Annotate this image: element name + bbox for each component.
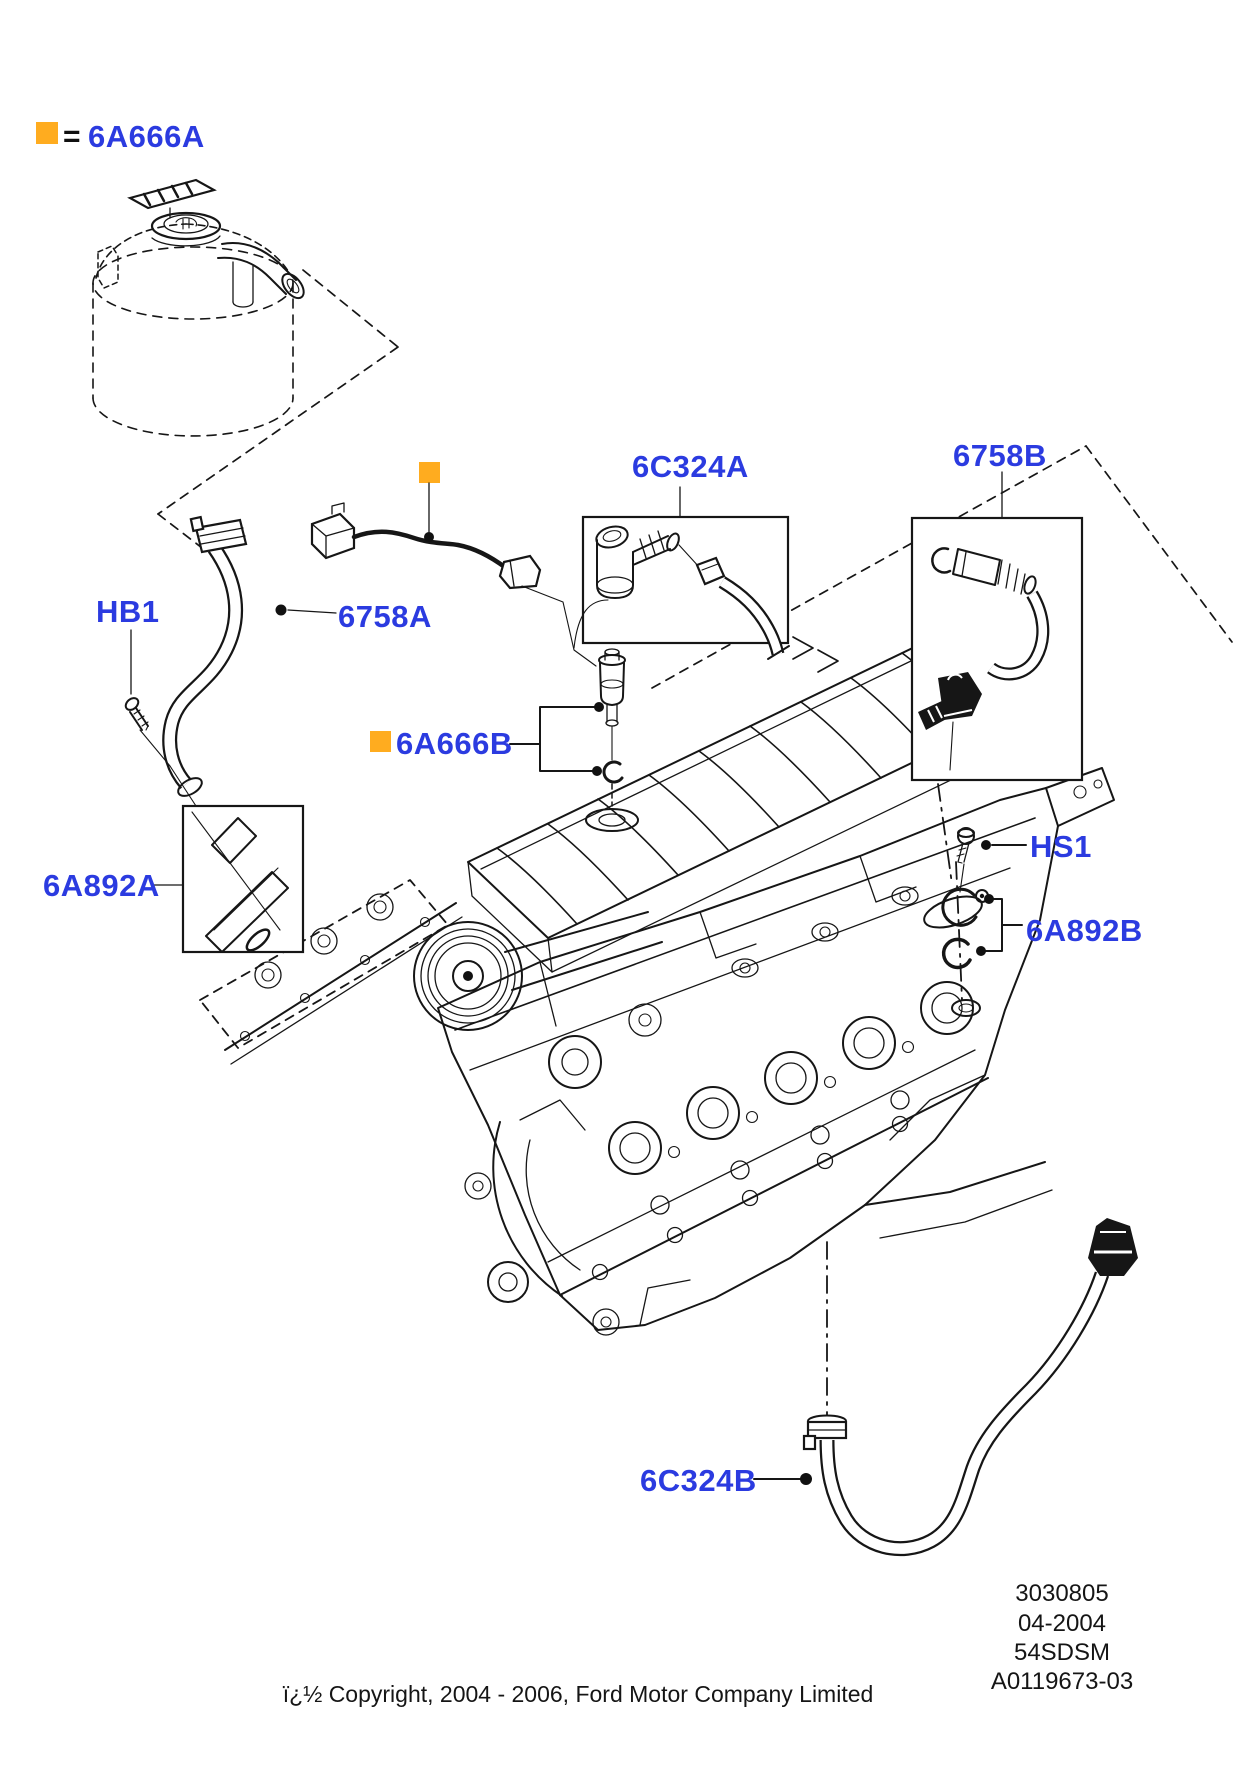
- callout-box-6a892a: [181, 804, 305, 954]
- stamp-date: 04-2004: [1018, 1610, 1106, 1637]
- part-label-hs1[interactable]: HS1: [1030, 829, 1092, 864]
- canister-illustration: [92, 178, 305, 437]
- canister-cap: [127, 178, 217, 210]
- orange-square-marker: [419, 462, 440, 483]
- leader-lines: [130, 471, 1027, 1485]
- callout-box-6c324a: [573, 515, 790, 660]
- routing-dashed-lines: [157, 269, 1233, 689]
- part-label-6a892a[interactable]: 6A892A: [43, 868, 160, 903]
- part-label-6a666a[interactable]: 6A666A: [88, 119, 205, 154]
- hose-6758a-illustration: [124, 515, 248, 807]
- part-labels: 6C324A 6758B HB1 6758A 6A666B 6A892A HS1…: [43, 438, 1143, 1498]
- orange-square-marker: [36, 122, 58, 144]
- pcv-valve-illustration: [598, 648, 626, 807]
- part-label-6c324b[interactable]: 6C324B: [640, 1463, 757, 1498]
- hose-6c324b-illustration: [802, 1218, 1138, 1557]
- stamp-number: 3030805: [1015, 1580, 1108, 1607]
- part-label-6758a[interactable]: 6758A: [338, 599, 432, 634]
- copyright-line: ï¿½ Copyright, 2004 - 2006, Ford Motor C…: [283, 1681, 874, 1707]
- hb1-clamp-screw: [124, 697, 149, 731]
- part-label-6c324a[interactable]: 6C324A: [632, 449, 749, 484]
- orange-square-marker: [370, 731, 391, 752]
- part-label-6a666b[interactable]: 6A666B: [396, 726, 513, 761]
- footer: 3030805 04-2004 54SDSM A0119673-03 ï¿½ C…: [283, 1580, 1133, 1707]
- legend: = 6A666A: [36, 119, 205, 154]
- wire-assembly: [310, 462, 597, 667]
- stamp-drawing: A0119673-03: [991, 1668, 1133, 1695]
- legend-equals: =: [63, 120, 81, 153]
- callout-box-6758b: [910, 516, 1084, 782]
- part-label-6a892b[interactable]: 6A892B: [1026, 913, 1143, 948]
- part-label-6758b[interactable]: 6758B: [953, 438, 1047, 473]
- stamp-code: 54SDSM: [1014, 1639, 1110, 1666]
- part-label-hb1[interactable]: HB1: [96, 594, 160, 629]
- adapter-6a892b-illustration: [923, 861, 989, 1001]
- hs1-screw-illustration: [956, 827, 975, 893]
